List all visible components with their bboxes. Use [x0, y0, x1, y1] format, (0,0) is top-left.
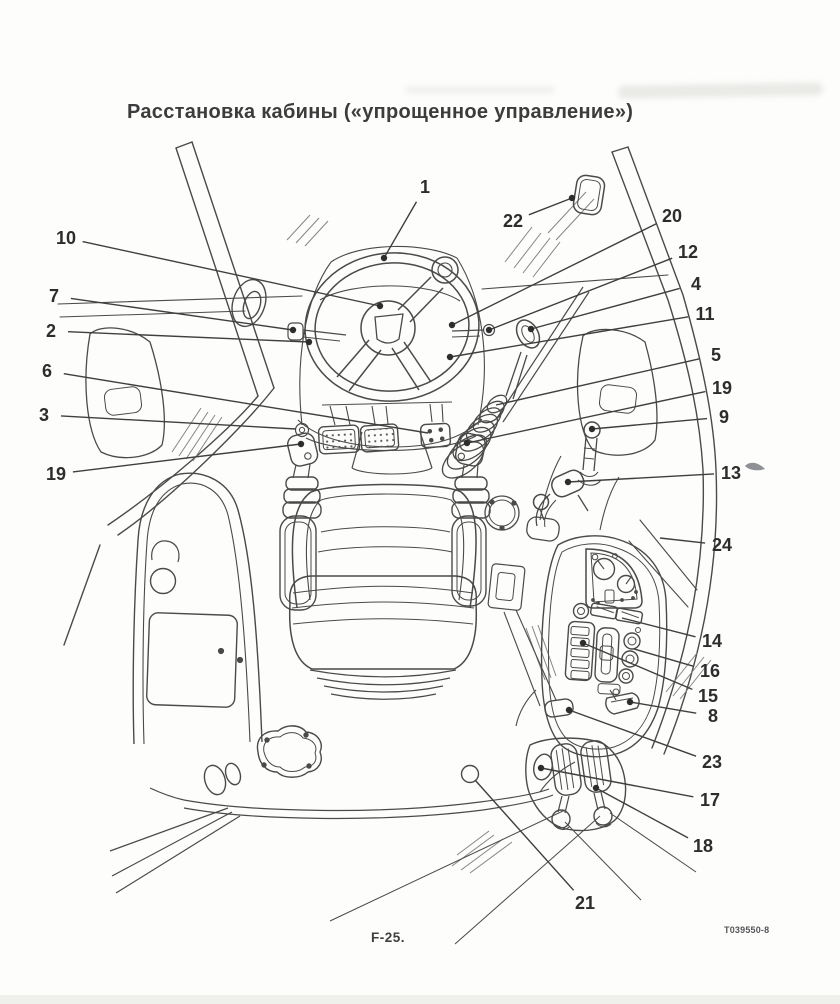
seat [288, 483, 478, 700]
callout-3-label-12: 3 [39, 405, 49, 425]
callout-12-label-4: 12 [678, 242, 698, 262]
rearview-mirror [572, 174, 606, 216]
callout-14-leader-line [621, 617, 696, 638]
callout-11-target-dot [446, 353, 454, 361]
callout-1-leader-line [383, 201, 418, 259]
callout-12-leader-line [488, 257, 673, 331]
right-joystick [451, 432, 491, 607]
callout-15-label-19: 15 [698, 686, 718, 706]
callout-24-label-16: 24 [712, 535, 732, 555]
callout-4-leader-line [530, 287, 680, 330]
callout-8-leader-line [629, 701, 697, 714]
gear-lever [441, 286, 590, 479]
page-title: Расстановка кабины («упрощенное управлен… [127, 101, 634, 123]
callout-17-target-dot [537, 764, 545, 772]
glass-hatching [171, 191, 712, 874]
callout-18-target-dot [592, 784, 600, 792]
callout-13-leader-line [567, 473, 715, 483]
callout-19-target-dot [463, 439, 471, 447]
floor [109, 764, 697, 945]
callout-1-target-dot [380, 254, 388, 262]
callout-8-label-20: 8 [708, 706, 718, 726]
callout-11-leader-line [449, 316, 689, 358]
callout-19-leader-line [466, 390, 706, 444]
callout-17-label-22: 17 [700, 790, 720, 810]
callout-22-target-dot [568, 194, 576, 202]
scan-smudge [405, 86, 555, 94]
callout-4-label-5: 4 [691, 274, 701, 294]
callout-7-leader-line [70, 297, 294, 331]
callout-12-target-dot [485, 326, 493, 334]
callout-21-label-24: 21 [575, 893, 595, 913]
callout-18-leader-line [595, 787, 689, 839]
callout-11-label-7: 11 [695, 304, 714, 324]
callout-4-target-dot [527, 325, 535, 333]
callout-15-leader-line [582, 642, 693, 691]
callout-24-leader-line [659, 537, 706, 544]
callout-7-target-dot [289, 326, 297, 334]
pedal-assembly [525, 737, 627, 832]
callout-15-target-dot [579, 639, 587, 647]
callout-18-label-23: 18 [693, 836, 713, 856]
callout-21-leader-line [474, 779, 575, 891]
callout-6-label-10: 6 [42, 361, 52, 381]
callout-9-leader-line [591, 417, 708, 430]
callout-20-label-3: 20 [662, 206, 682, 226]
callout-22-leader-line [528, 197, 573, 216]
front-pedals [294, 401, 453, 455]
callout-19-label-11: 19 [712, 378, 732, 398]
callout-8-target-dot [626, 698, 634, 706]
figure-label: F-25. [371, 930, 406, 945]
callout-9-target-dot [588, 425, 596, 433]
callout-6-leader-line [63, 373, 429, 434]
cab-frame [57, 141, 718, 755]
doc-code: T039550-8 [724, 925, 770, 935]
callout-19-leader-line [72, 443, 302, 473]
page-edge-shade [0, 995, 840, 1004]
callout-3-leader-line [60, 415, 297, 430]
callout-2-leader-line [67, 331, 310, 343]
callout-10-target-dot [376, 302, 384, 310]
callout-23-label-21: 23 [702, 752, 722, 772]
callout-10-label-2: 10 [56, 228, 76, 248]
callout-10-leader-line [82, 240, 381, 307]
callout-17-leader-line [540, 767, 694, 798]
side-levers [535, 421, 602, 528]
callout-2-target-dot [305, 338, 313, 346]
callout-5-leader-line [495, 358, 700, 406]
callout-19-label-14: 19 [46, 464, 66, 484]
callout-13-target-dot [564, 478, 572, 486]
callout-14-label-17: 14 [702, 631, 722, 651]
callout-13-label-15: 13 [721, 463, 741, 483]
callout-23-leader-line [568, 709, 697, 757]
callout-23-target-dot [565, 706, 573, 714]
callout-layer: 1 22 10 20 12 4 7 11 2 5 6 19 3 9 19 13 24 14 16 158 23 17 18 2… [39, 177, 741, 913]
callout-20-target-dot [448, 321, 456, 329]
callout-16-label-18: 16 [700, 661, 720, 681]
callout-19-target-dot [297, 440, 305, 448]
callout-16-leader-line [633, 648, 694, 667]
left-joystick [279, 432, 322, 611]
scan-marks [745, 462, 765, 471]
callout-20-leader-line [451, 222, 658, 326]
callout-1-label-0: 1 [420, 177, 430, 197]
callout-22-label-1: 22 [503, 211, 523, 231]
callout-7-label-6: 7 [49, 286, 59, 306]
callout-9-label-13: 9 [719, 407, 729, 427]
left-fender [132, 472, 322, 796]
callout-5-label-9: 5 [711, 345, 721, 365]
callout-2-label-8: 2 [46, 321, 56, 341]
